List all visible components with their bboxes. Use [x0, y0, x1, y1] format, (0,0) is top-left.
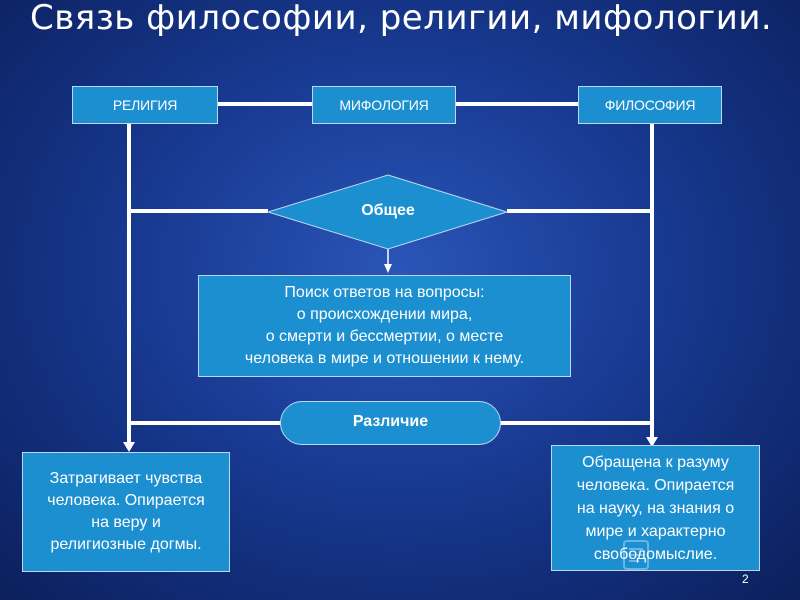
philosophy-label: ФИЛОСОФИЯ	[604, 97, 696, 113]
difference-pill	[280, 401, 501, 445]
common-text-line: о смерти и бессмертии, о месте	[265, 328, 504, 345]
religion-label: РЕЛИГИЯ	[112, 97, 178, 113]
arrowhead-common-text	[384, 264, 392, 273]
religion-text-line: Затрагивает чувства	[49, 470, 203, 487]
watermark-logo	[623, 540, 649, 570]
common-diamond	[266, 174, 509, 250]
philosophy-node: ФИЛОСОФИЯ	[578, 86, 722, 124]
religion-node: РЕЛИГИЯ	[72, 86, 218, 124]
philosophy-description-box: Обращена к разуму человека. Опирается на…	[551, 445, 760, 571]
common-label: Общее	[361, 202, 415, 219]
philosophy-text-line: на науку, на знания о	[576, 499, 735, 517]
mythology-node: МИФОЛОГИЯ	[312, 86, 456, 124]
common-text-line: о происхождении мира,	[296, 306, 473, 323]
religion-text-line: религиозные догмы.	[50, 536, 202, 553]
religion-description-box: Затрагивает чувства человека. Опирается …	[22, 452, 230, 572]
arrowhead-religion	[123, 442, 135, 452]
slide-title: Связь философии, религии, мифологии.	[30, 0, 773, 38]
difference-label: Различие	[352, 413, 429, 430]
philosophy-text-line: свободомыслие.	[593, 545, 718, 563]
common-text-line: человека в мире и отношении к нему.	[244, 350, 525, 367]
religion-text-line: на веру и	[91, 514, 161, 531]
philosophy-text-line: человека. Опирается	[576, 476, 735, 494]
common-description-box: Поиск ответов на вопросы: о происхождени…	[198, 275, 571, 377]
philosophy-text-line: Обращена к разуму	[582, 453, 729, 471]
slide-number: 2	[742, 572, 749, 586]
religion-text-line: человека. Опирается	[47, 492, 205, 509]
philosophy-text-line: мире и характерно	[585, 522, 726, 540]
arrowhead-philosophy	[646, 437, 658, 447]
common-text-line: Поиск ответов на вопросы:	[284, 284, 485, 301]
mythology-label: МИФОЛОГИЯ	[339, 97, 429, 113]
